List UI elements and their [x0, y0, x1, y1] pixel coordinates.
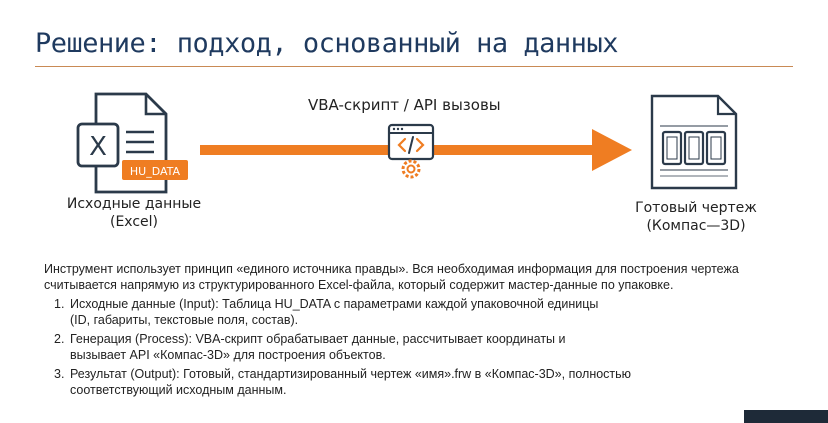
- source-caption-line2: (Excel): [109, 214, 158, 230]
- excel-data-tag: HU_DATA: [130, 165, 181, 178]
- steps-list: 1. Исходные данные (Input): Таблица HU_DA…: [44, 297, 764, 398]
- step-line: Исходные данные (Input): Таблица HU_DATA…: [70, 297, 599, 311]
- target-caption-line2: (Компас—3D): [646, 218, 746, 234]
- drawing-file-icon: [650, 94, 738, 190]
- step-line: соответствующий исходным данным.: [70, 382, 287, 397]
- code-gear-icon: [387, 123, 435, 179]
- step-line: Генерация (Process): VBA-скрипт обрабаты…: [70, 332, 566, 346]
- source-caption-line1: Исходные данные: [66, 196, 202, 212]
- list-item: 1. Исходные данные (Input): Таблица HU_DA…: [54, 297, 764, 328]
- flow-label: VBA-скрипт / API вызовы: [308, 96, 501, 114]
- list-item: 2. Генерация (Process): VBA-скрипт обраба…: [54, 332, 764, 363]
- excel-file-icon: X HU_DATA: [76, 92, 188, 194]
- target-caption: Готовый чертеж (Компас—3D): [626, 199, 766, 235]
- step-number: 3.: [54, 367, 65, 381]
- source-caption: Исходные данные (Excel): [55, 195, 213, 231]
- step-number: 2.: [54, 332, 65, 346]
- intro-paragraph: Инструмент использует принцип «единого и…: [44, 262, 739, 292]
- step-line: (ID, габариты, текстовые поля, состав).: [70, 312, 299, 327]
- title-underline: [35, 66, 793, 67]
- target-caption-line1: Готовый чертеж: [635, 200, 757, 216]
- description-block: Инструмент использует принцип «единого и…: [44, 262, 764, 402]
- step-line: Результат (Output): Готовый, стандартизи…: [70, 367, 632, 381]
- list-item: 3. Результат (Output): Готовый, стандарти…: [54, 367, 764, 398]
- step-line: вызывает API «Компас-3D» для построения …: [70, 347, 386, 362]
- step-number: 1.: [54, 297, 65, 311]
- slide-title: Решение: подход, основанный на данных: [35, 28, 618, 59]
- excel-letter: X: [89, 132, 107, 162]
- corner-block: [744, 410, 828, 423]
